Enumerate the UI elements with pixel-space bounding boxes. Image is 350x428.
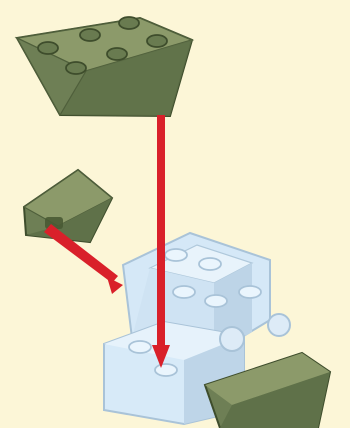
instruction-scene [0,0,350,428]
instruction-illustration [0,0,350,428]
